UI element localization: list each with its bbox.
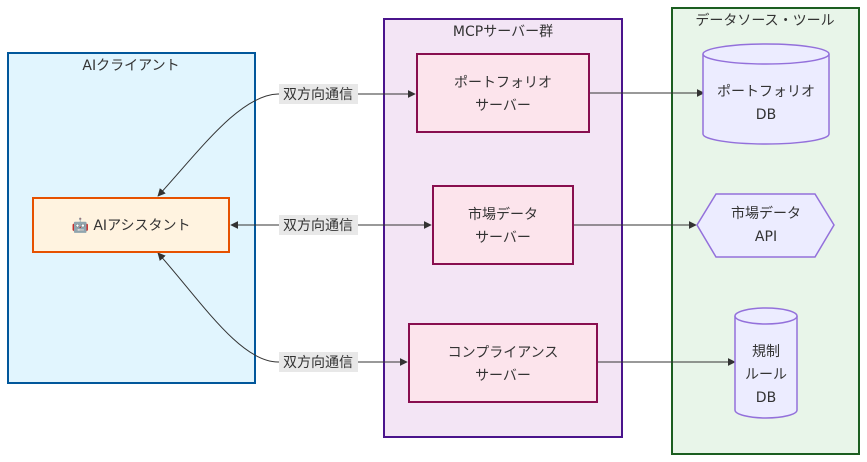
edge-label-text: 双方向通信 bbox=[283, 355, 353, 371]
cluster-ai-client-title: AIクライアント bbox=[82, 58, 179, 74]
node-market-api-line2: API bbox=[755, 229, 777, 245]
node-market-server-box[interactable] bbox=[432, 185, 574, 265]
edge-label-compliance: 双方向通信 bbox=[279, 352, 358, 372]
node-ai-assistant[interactable]: 🤖 AIアシスタント bbox=[32, 197, 230, 253]
node-portfolio-db[interactable]: ポートフォリオ DB bbox=[702, 43, 830, 145]
node-ai-assistant-label: 🤖 AIアシスタント bbox=[71, 217, 190, 234]
node-market-api[interactable]: 市場データ API bbox=[696, 193, 835, 258]
market-api-hexagon[interactable] bbox=[696, 193, 835, 258]
node-rules-db-line2: ルール bbox=[745, 367, 787, 383]
cluster-data-sources-title: データソース・ツール bbox=[695, 12, 834, 29]
edge-assistant-portfolio-server bbox=[157, 90, 416, 197]
node-rules-db[interactable]: 規制 ルール DB bbox=[734, 307, 798, 419]
node-compliance-server-line2: サーバー bbox=[475, 368, 531, 384]
node-market-server-line2: サーバー bbox=[475, 230, 531, 246]
node-compliance-server[interactable]: コンプライアンス サーバー bbox=[408, 323, 598, 403]
node-compliance-server-box[interactable] bbox=[408, 323, 598, 403]
rules-db-cylinder-top[interactable] bbox=[734, 307, 798, 325]
node-portfolio-server-line1: ポートフォリオ bbox=[454, 75, 552, 91]
node-market-server-line1: 市場データ bbox=[468, 206, 538, 223]
edge-label-market: 双方向通信 bbox=[279, 215, 358, 235]
node-portfolio-server[interactable]: ポートフォリオ サーバー bbox=[416, 53, 590, 133]
node-portfolio-db-line1: ポートフォリオ bbox=[717, 84, 815, 100]
node-portfolio-db-line2: DB bbox=[756, 107, 776, 123]
edge-label-text: 双方向通信 bbox=[283, 87, 353, 103]
node-market-api-line1: 市場データ bbox=[731, 205, 801, 222]
node-rules-db-line3: DB bbox=[756, 390, 776, 406]
node-compliance-server-line1: コンプライアンス bbox=[448, 345, 559, 361]
edge-label-text: 双方向通信 bbox=[283, 218, 353, 234]
edge-label-portfolio: 双方向通信 bbox=[279, 84, 358, 104]
node-ai-assistant-box[interactable] bbox=[32, 197, 230, 253]
rules-db-cylinder-body[interactable] bbox=[734, 316, 798, 419]
node-portfolio-server-box[interactable] bbox=[416, 53, 590, 133]
portfolio-db-cylinder-top[interactable] bbox=[702, 43, 830, 65]
node-rules-db-line1: 規制 bbox=[752, 344, 780, 360]
node-portfolio-server-line2: サーバー bbox=[475, 98, 531, 114]
portfolio-db-cylinder-body[interactable] bbox=[702, 54, 830, 145]
edge-assistant-compliance-server bbox=[157, 252, 408, 366]
node-market-server[interactable]: 市場データ サーバー bbox=[432, 185, 574, 265]
robot-icon: 🤖 bbox=[71, 217, 88, 234]
cluster-mcp-servers-title: MCPサーバー群 bbox=[453, 24, 553, 40]
